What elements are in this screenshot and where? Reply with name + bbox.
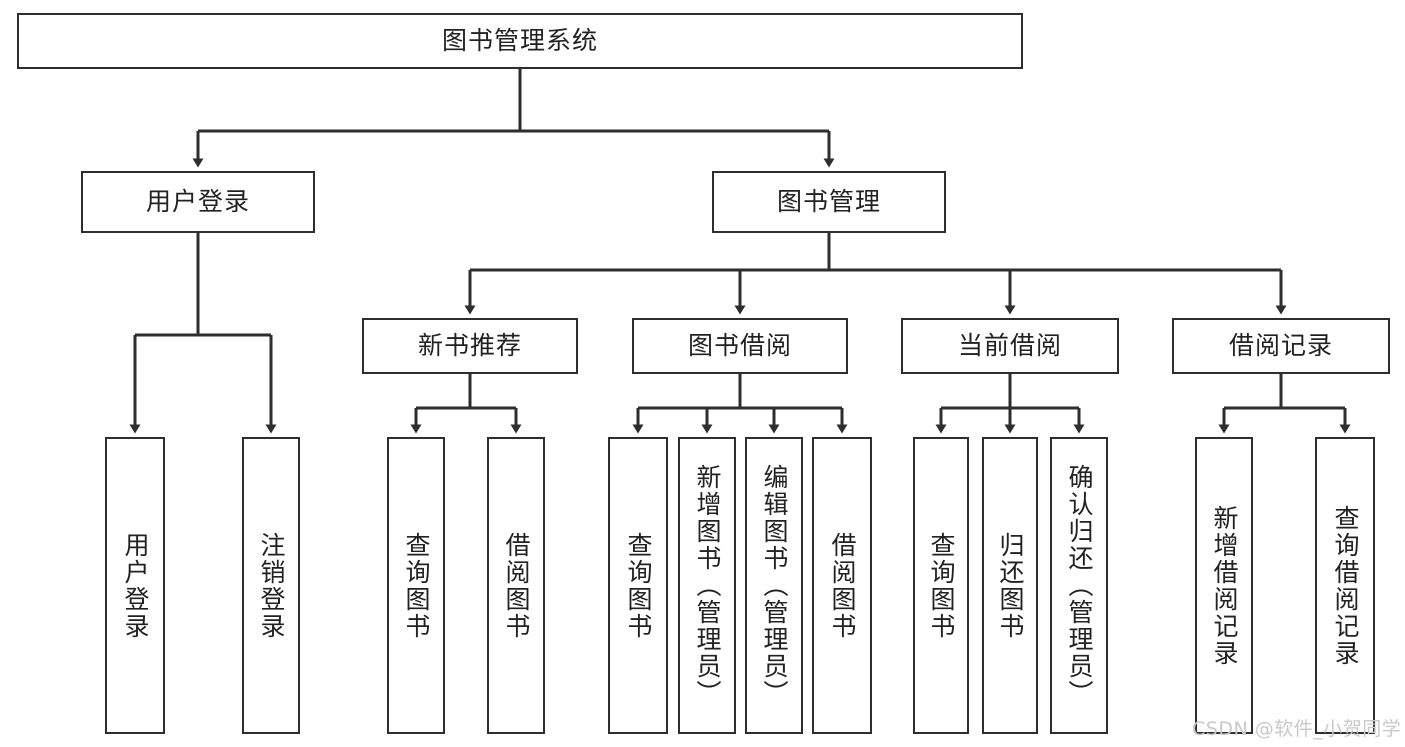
leaf-label: 查询图书 [624, 531, 653, 640]
leaf-return-book[interactable]: 归还图书 [982, 437, 1038, 734]
node-level3-current-borrow[interactable]: 当前借阅 [901, 318, 1119, 374]
leaf-label: 用户登录 [121, 531, 150, 640]
watermark: CSDN @软件_小贺同学 [1192, 718, 1402, 740]
leaf-edit-book-admin[interactable]: 编辑图书（管理员） [745, 437, 803, 734]
node-root[interactable]: 图书管理系统 [17, 13, 1023, 69]
leaf-label: 新增图书（管理员） [693, 464, 722, 707]
leaf-user-login[interactable]: 用户登录 [105, 437, 165, 734]
leaf-label: 确认归还（管理员） [1065, 464, 1094, 707]
leaf-user-logout[interactable]: 注销登录 [242, 437, 300, 734]
leaf-query-borrow-record[interactable]: 查询借阅记录 [1315, 437, 1375, 734]
leaf-label: 借阅图书 [828, 531, 857, 640]
leaf-label: 注销登录 [257, 531, 286, 640]
leaf-label: 新增借阅记录 [1210, 504, 1239, 667]
leaf-query-book-recommend[interactable]: 查询图书 [387, 437, 445, 734]
node-level2-book-management[interactable]: 图书管理 [712, 171, 946, 233]
leaf-query-book-current[interactable]: 查询图书 [913, 437, 969, 734]
leaf-add-book-admin[interactable]: 新增图书（管理员） [678, 437, 736, 734]
node-level3-book-borrow[interactable]: 图书借阅 [632, 318, 848, 374]
leaf-borrow-book[interactable]: 借阅图书 [812, 437, 872, 734]
node-level3-borrow-record[interactable]: 借阅记录 [1172, 318, 1390, 374]
leaf-label: 查询借阅记录 [1331, 504, 1360, 667]
leaf-label: 查询图书 [927, 531, 956, 640]
node-level3-new-book-recommend[interactable]: 新书推荐 [362, 318, 578, 374]
node-level2-user-login[interactable]: 用户登录 [81, 171, 315, 233]
leaf-label: 归还图书 [996, 531, 1025, 640]
leaf-label: 借阅图书 [502, 531, 531, 640]
leaf-label: 查询图书 [402, 531, 431, 640]
leaf-query-book-borrow[interactable]: 查询图书 [608, 437, 668, 734]
leaf-confirm-return-admin[interactable]: 确认归还（管理员） [1050, 437, 1108, 734]
leaf-borrow-book-recommend[interactable]: 借阅图书 [487, 437, 545, 734]
leaf-add-borrow-record[interactable]: 新增借阅记录 [1195, 437, 1253, 734]
leaf-label: 编辑图书（管理员） [760, 464, 789, 707]
